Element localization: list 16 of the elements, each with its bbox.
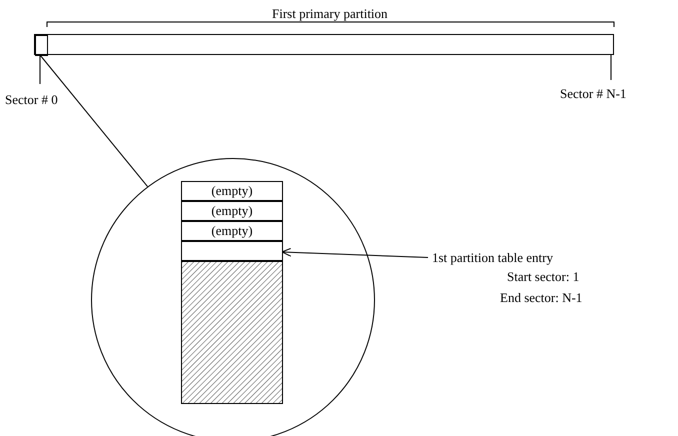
table-entry: (empty) xyxy=(181,221,283,241)
diagram-title: First primary partition xyxy=(272,6,388,21)
label-text: Sector # N-1 xyxy=(560,86,626,101)
label-text: Sector # 0 xyxy=(5,92,58,107)
label-text: End sector: N-1 xyxy=(500,290,582,305)
hatched-box xyxy=(181,261,283,404)
magnifier-circle xyxy=(91,158,375,436)
table-entry xyxy=(181,241,283,261)
sector-box xyxy=(35,35,48,56)
leader-arrow xyxy=(282,248,428,258)
table-entry: (empty) xyxy=(181,201,283,221)
callout-text: 1st partition table entry xyxy=(432,250,582,265)
table-entry: (empty) xyxy=(181,181,283,201)
label-text: Start sector: 1 xyxy=(507,269,580,284)
partition-bar xyxy=(34,34,614,55)
connector-line xyxy=(40,54,148,188)
